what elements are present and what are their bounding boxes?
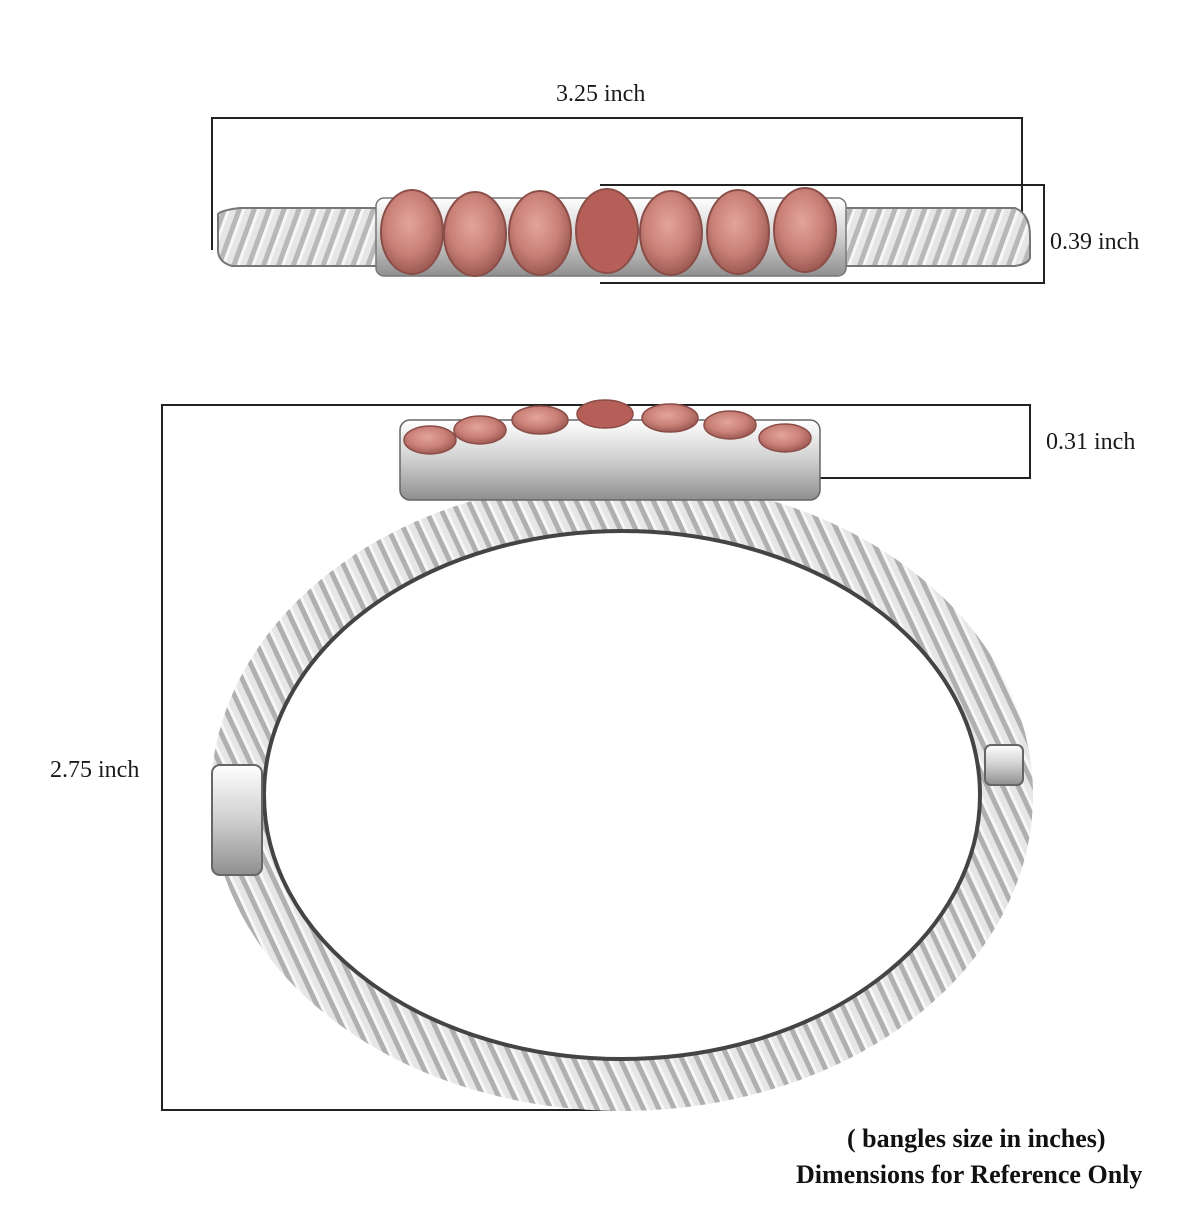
height-dimension-line bbox=[600, 184, 1045, 284]
stone bbox=[380, 189, 444, 275]
stone bbox=[443, 191, 507, 277]
side-view-bangle bbox=[161, 399, 1033, 1111]
side-stone-height-label: 0.31 inch bbox=[1046, 429, 1136, 455]
top-width-label: 3.25 inch bbox=[556, 81, 646, 107]
caption-line-1: ( bangles size in inches) bbox=[847, 1124, 1106, 1153]
stone bbox=[508, 190, 572, 276]
top-height-label: 0.39 inch bbox=[1050, 229, 1140, 255]
stone bbox=[703, 410, 757, 440]
stone bbox=[706, 189, 770, 275]
stone bbox=[575, 188, 639, 274]
stone bbox=[641, 403, 699, 433]
bangle-inner-edge bbox=[262, 529, 982, 1061]
side-height-label: 2.75 inch bbox=[50, 757, 140, 783]
stone bbox=[576, 399, 634, 429]
stone bbox=[511, 405, 569, 435]
stone bbox=[758, 423, 812, 453]
top-view-bangle bbox=[211, 117, 1045, 284]
top-stones bbox=[380, 187, 837, 277]
stone bbox=[453, 415, 507, 445]
hinge-left bbox=[211, 764, 263, 876]
hinge-right bbox=[984, 744, 1024, 786]
stone bbox=[773, 187, 837, 273]
caption-line-2: Dimensions for Reference Only bbox=[796, 1160, 1143, 1189]
side-stones bbox=[403, 399, 812, 455]
stone bbox=[403, 425, 457, 455]
stone bbox=[639, 190, 703, 276]
